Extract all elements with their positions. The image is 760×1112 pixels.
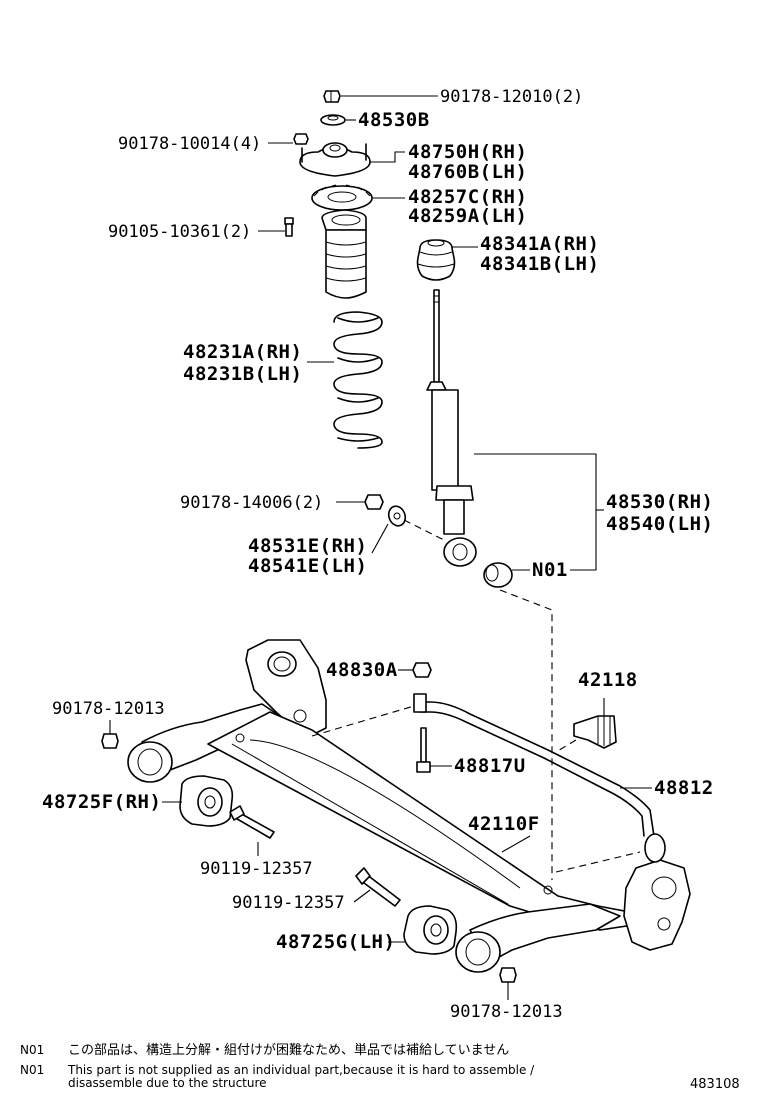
nut-12013-bottom-drawing: [499, 967, 517, 983]
dash-n01: [499, 589, 553, 880]
note-text-en-2: disassemble due to the structure: [68, 1076, 267, 1090]
label-48817u: 48817U: [454, 755, 526, 777]
label-bolt-12357-left: 90119-12357: [200, 859, 313, 879]
label-nut-10014: 90178-10014(4): [118, 134, 261, 154]
dust-boot-drawing: [321, 209, 367, 299]
bushing-lh-drawing: [403, 905, 458, 955]
label-nut-14006: 90178-14006(2): [180, 493, 323, 513]
bushing-48530b-drawing: [320, 114, 346, 126]
bushing-rh-drawing: [179, 775, 234, 827]
leader-12357-mid: [353, 889, 371, 903]
leader-beam: [501, 835, 531, 853]
dash-42118: [555, 739, 577, 753]
nut-12013-top-drawing: [101, 733, 119, 749]
label-support-lh: 48760B(LH): [408, 161, 527, 183]
label-48812: 48812: [654, 777, 714, 799]
label-48830a: 48830A: [326, 659, 398, 681]
nut-14006-drawing: [364, 494, 384, 510]
note-text-en-1: This part is not supplied as an individu…: [68, 1063, 535, 1077]
label-bolt-10361: 90105-10361(2): [108, 222, 251, 242]
label-48530b: 48530B: [358, 109, 430, 131]
shock-absorber-drawing: [426, 289, 477, 567]
bump-stop-drawing: [416, 239, 456, 281]
label-bolt-12357-mid: 90119-12357: [232, 893, 345, 913]
label-n01: N01: [532, 559, 568, 581]
label-42110f: 42110F: [468, 813, 540, 835]
leader-shock: [474, 453, 597, 571]
bolt-48817u-drawing: [416, 727, 431, 773]
note-text-ja: この部品は、構造上分解・組付けが困難なため、単品では補給していません: [68, 1043, 510, 1058]
bolt-12357-left-drawing: [229, 805, 275, 839]
dash-stab-right: [555, 851, 641, 873]
label-nut-12013-bottom: 90178-12013: [450, 1002, 563, 1022]
label-insulator-rh: 48257C(RH): [408, 186, 527, 208]
coil-spring-drawing: [333, 311, 383, 449]
bracket-42118-drawing: [573, 715, 617, 749]
label-insulator-lh: 48259A(LH): [408, 205, 527, 227]
label-spring-lh: 48231B(LH): [183, 363, 302, 385]
label-42118: 42118: [578, 669, 638, 691]
label-nut-top: 90178-12010(2): [440, 87, 583, 107]
label-support-rh: 48750H(RH): [408, 141, 527, 163]
bolt-10361-drawing: [284, 217, 294, 237]
note-code-en: N01: [20, 1063, 45, 1077]
label-bumper-rh: 48341A(RH): [480, 233, 599, 255]
leader-support: [370, 151, 405, 163]
axle-beam-drawing: [127, 639, 691, 973]
label-spring-rh: 48231A(RH): [183, 341, 302, 363]
washer-drawing: [387, 505, 407, 527]
support-drawing: [299, 142, 371, 177]
label-nut-12013-top: 90178-12013: [52, 699, 165, 719]
nut-48830a-drawing: [412, 662, 432, 678]
top-nut-drawing: [323, 90, 341, 103]
note-code-ja: N01: [20, 1043, 45, 1057]
label-shock-lh: 48540(LH): [606, 513, 713, 535]
dash-washer: [403, 519, 445, 541]
bolt-12357-mid-drawing: [355, 867, 401, 907]
n01-bushing-drawing: [483, 562, 513, 588]
label-bushing-lh: 48725G(LH): [276, 931, 395, 953]
label-washer-lh: 48541E(LH): [248, 555, 367, 577]
dash-stab-left: [311, 705, 415, 737]
label-bushing-rh: 48725F(RH): [42, 791, 161, 813]
stabilizer-bar-drawing: [413, 693, 666, 863]
label-bumper-lh: 48341B(LH): [480, 253, 599, 275]
label-washer-rh: 48531E(RH): [248, 535, 367, 557]
label-shock-rh: 48530(RH): [606, 491, 713, 513]
insulator-drawing: [311, 184, 373, 211]
leader-washer: [371, 523, 389, 554]
nut-10014-drawing: [293, 133, 309, 145]
diagram-id: 483108: [690, 1077, 740, 1092]
